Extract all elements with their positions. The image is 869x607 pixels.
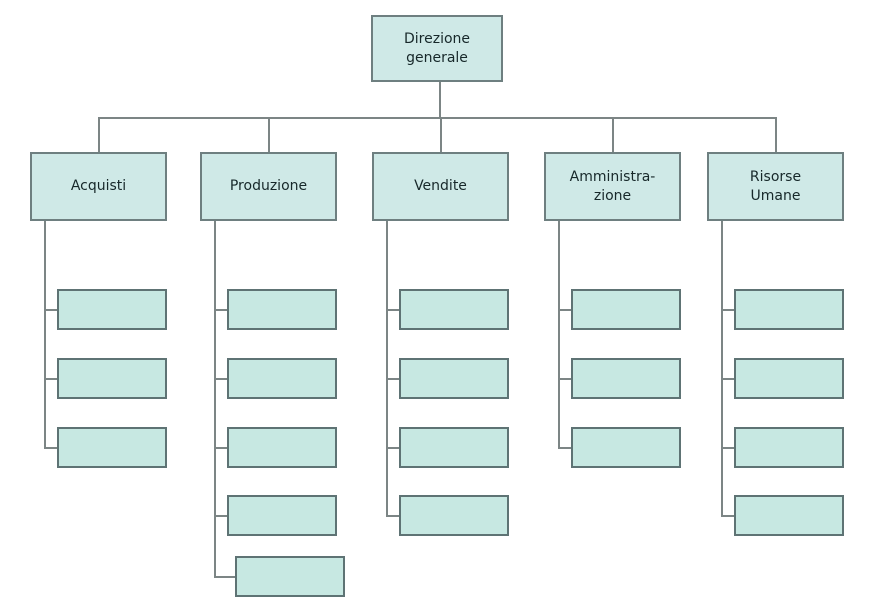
child-box-risorse-umane-1 xyxy=(734,289,844,330)
child-box-risorse-umane-4 xyxy=(734,495,844,536)
child-box-produzione-2 xyxy=(227,358,337,399)
child-box-produzione-4 xyxy=(227,495,337,536)
connector-hang-amministrazione xyxy=(558,221,560,449)
dept-box-amministrazione: Amministra- zione xyxy=(544,152,681,221)
child-box-vendite-3 xyxy=(399,427,509,468)
dept-box-produzione: Produzione xyxy=(200,152,337,221)
child-box-amministrazione-2 xyxy=(571,358,681,399)
connector-dept-stub-produzione xyxy=(267,117,270,152)
child-box-risorse-umane-2 xyxy=(734,358,844,399)
connector-child-stub-vendite-1 xyxy=(386,308,399,311)
connector-dept-stub-acquisti xyxy=(97,117,100,152)
connector-child-stub-produzione-4 xyxy=(214,514,227,517)
child-box-produzione-3 xyxy=(227,427,337,468)
connector-child-stub-amministrazione-2 xyxy=(558,377,571,380)
child-box-acquisti-2 xyxy=(57,358,167,399)
connector-child-stub-vendite-2 xyxy=(386,377,399,380)
child-box-acquisti-1 xyxy=(57,289,167,330)
child-box-amministrazione-1 xyxy=(571,289,681,330)
connector-child-stub-acquisti-3 xyxy=(44,446,57,449)
connector-child-stub-vendite-3 xyxy=(386,446,399,449)
connector-hang-acquisti xyxy=(44,221,46,449)
connector-child-stub-produzione-1 xyxy=(214,308,227,311)
child-box-acquisti-3 xyxy=(57,427,167,468)
dept-box-acquisti: Acquisti xyxy=(30,152,167,221)
child-box-produzione-5 xyxy=(235,556,345,597)
connector-child-stub-amministrazione-1 xyxy=(558,308,571,311)
dept-box-risorse-umane: Risorse Umane xyxy=(707,152,844,221)
connector-hang-risorse-umane xyxy=(721,221,723,517)
connector-child-stub-risorse-umane-1 xyxy=(721,308,734,311)
child-box-vendite-4 xyxy=(399,495,509,536)
connector-hang-produzione xyxy=(214,221,216,578)
connector-bus xyxy=(97,117,777,119)
connector-child-stub-amministrazione-3 xyxy=(558,446,571,449)
connector-child-stub-vendite-4 xyxy=(386,514,399,517)
connector-dept-stub-risorse-umane xyxy=(774,117,777,152)
root-box-direzione-generale: Direzione generale xyxy=(371,15,503,82)
connector-dept-stub-amministrazione xyxy=(611,117,614,152)
connector-root-stem xyxy=(439,82,441,119)
connector-child-stub-risorse-umane-4 xyxy=(721,514,734,517)
connector-child-stub-produzione-5 xyxy=(214,575,235,578)
child-box-vendite-1 xyxy=(399,289,509,330)
dept-box-vendite: Vendite xyxy=(372,152,509,221)
connector-child-stub-risorse-umane-3 xyxy=(721,446,734,449)
connector-child-stub-produzione-2 xyxy=(214,377,227,380)
child-box-risorse-umane-3 xyxy=(734,427,844,468)
child-box-amministrazione-3 xyxy=(571,427,681,468)
connector-child-stub-acquisti-2 xyxy=(44,377,57,380)
connector-child-stub-produzione-3 xyxy=(214,446,227,449)
connector-hang-vendite xyxy=(386,221,388,517)
connector-child-stub-risorse-umane-2 xyxy=(721,377,734,380)
child-box-vendite-2 xyxy=(399,358,509,399)
connector-child-stub-acquisti-1 xyxy=(44,308,57,311)
child-box-produzione-1 xyxy=(227,289,337,330)
connector-dept-stub-vendite xyxy=(439,117,442,152)
